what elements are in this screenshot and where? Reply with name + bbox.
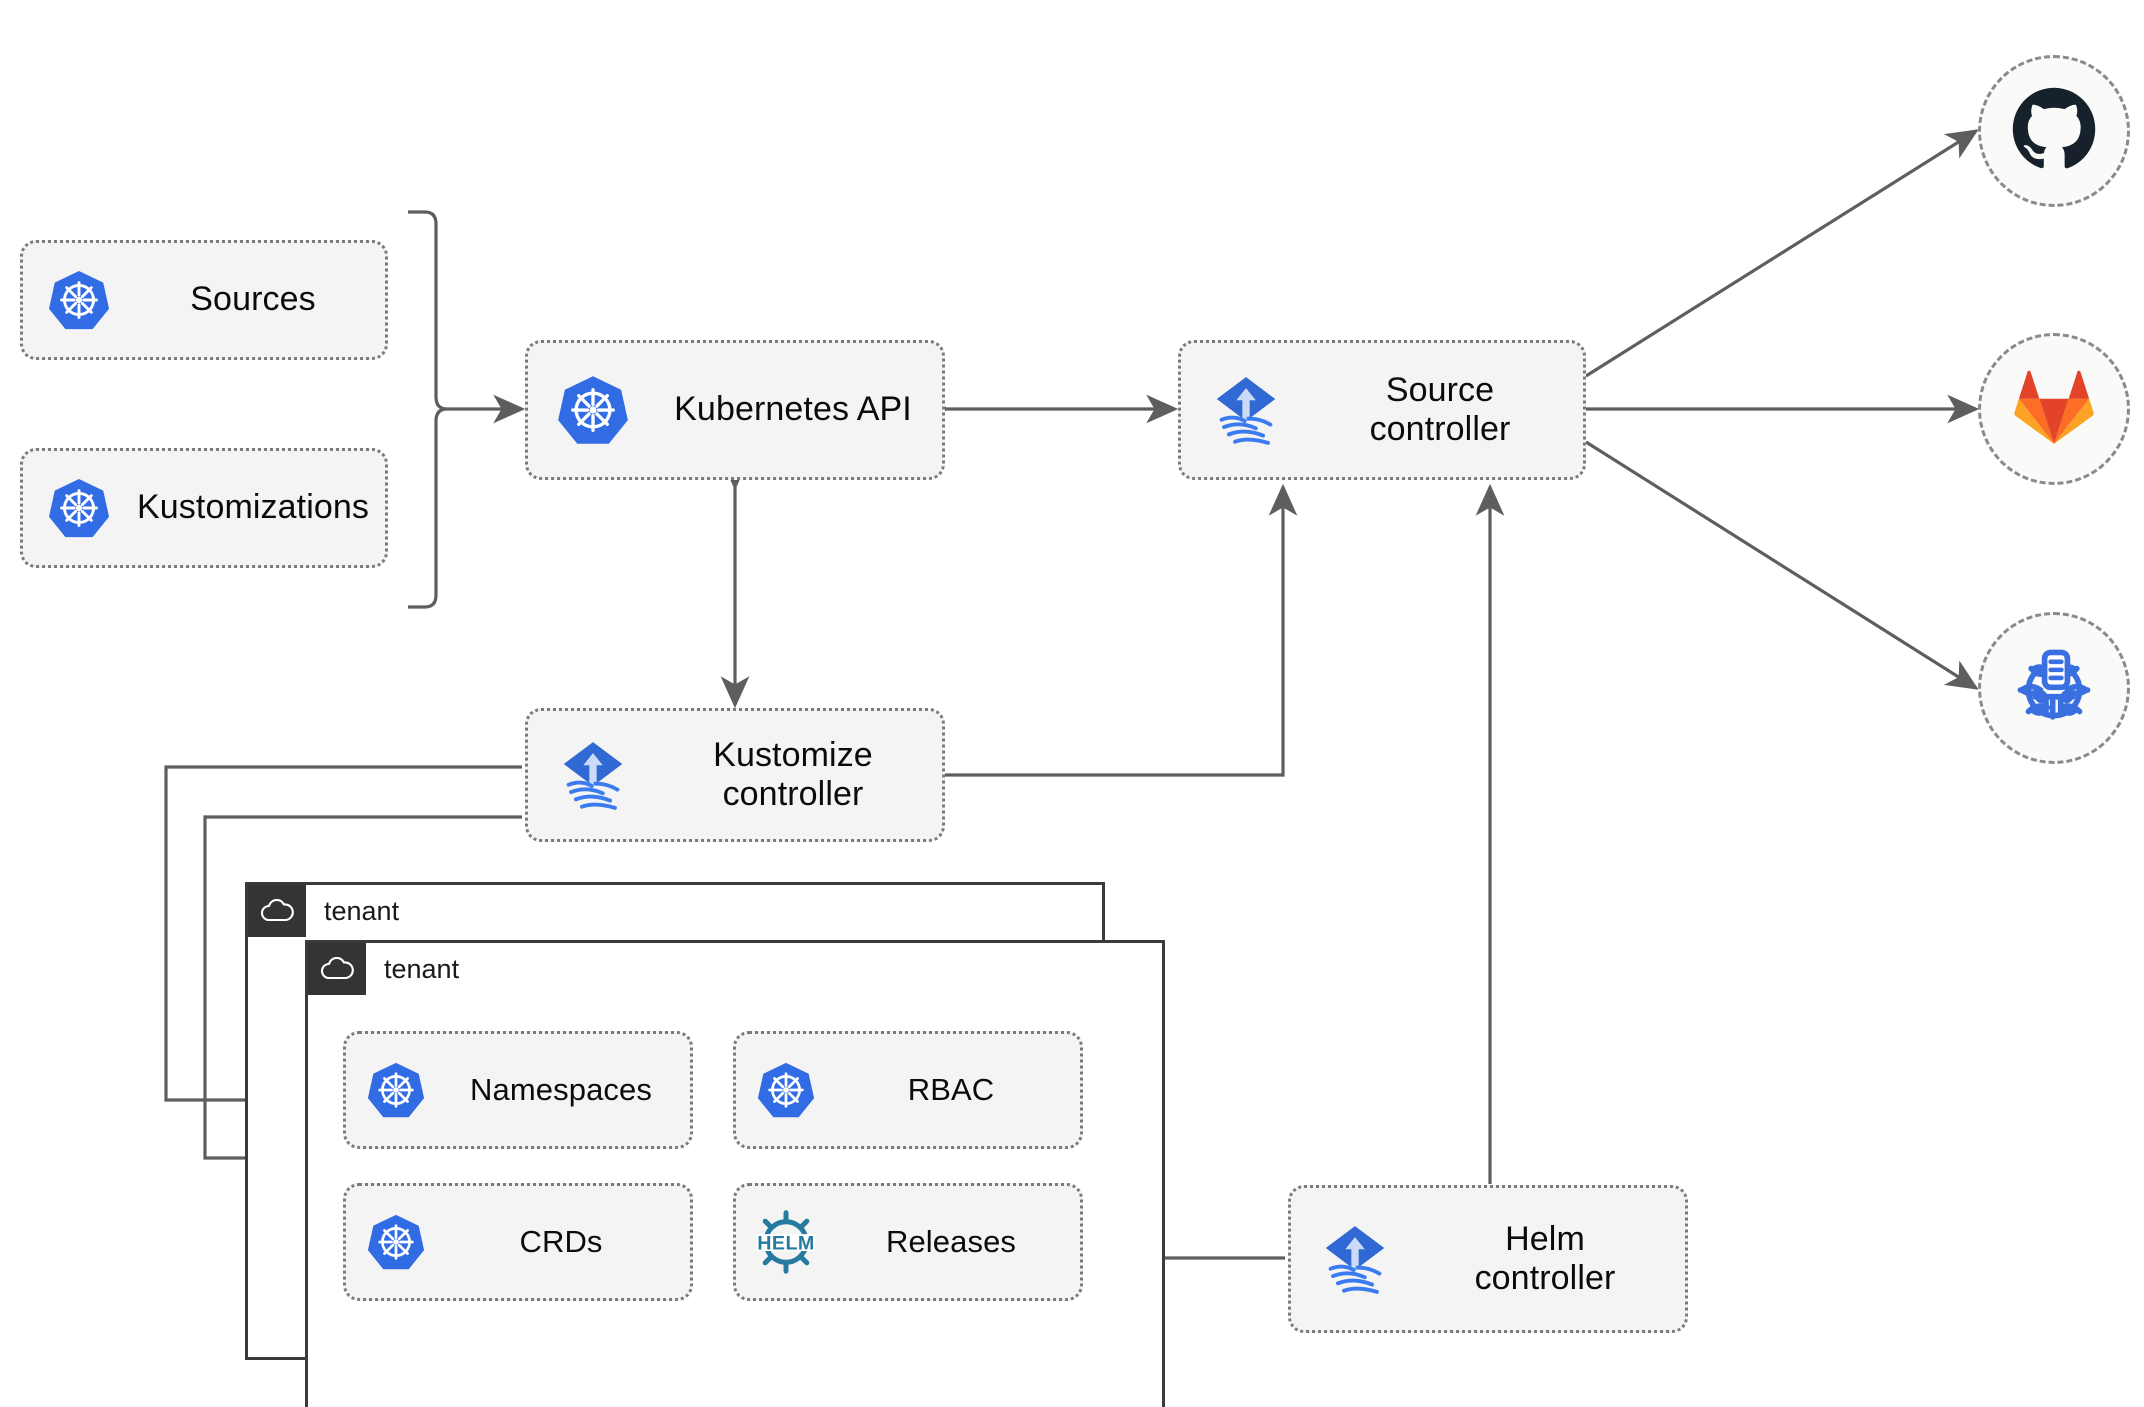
kubernetes-icon (736, 1061, 836, 1119)
flux-icon (1291, 1220, 1419, 1298)
wire-source-to-github (1585, 129, 1979, 378)
provider-gitlab[interactable] (1978, 333, 2130, 485)
node-label: Kubernetes API (674, 390, 912, 429)
node-label: Helm controller (1474, 1219, 1616, 1297)
cloud-icon (248, 885, 306, 937)
node-kubernetes-api[interactable]: Kubernetes API (525, 340, 945, 480)
provider-helm-repository[interactable] (1978, 612, 2130, 764)
helm-repository-icon (2011, 643, 2097, 734)
flux-icon (1181, 371, 1311, 449)
node-rbac[interactable]: RBAC (733, 1031, 1083, 1149)
node-label: Namespaces (470, 1072, 652, 1108)
node-sources[interactable]: Sources (20, 240, 388, 360)
node-label: Source controller (1369, 370, 1511, 448)
node-crds[interactable]: CRDs (343, 1183, 693, 1301)
tenant-card-2[interactable]: tenant Namespaces (305, 940, 1165, 1407)
node-label: RBAC (907, 1072, 995, 1108)
kubernetes-icon (23, 477, 135, 539)
group-bracket (408, 210, 448, 609)
node-label: Kustomize controller (713, 735, 873, 813)
flux-icon (528, 736, 658, 814)
kubernetes-icon (528, 374, 658, 446)
helm-logo-icon: HELM (736, 1206, 836, 1278)
node-label: Kustomizations (137, 488, 369, 527)
kubernetes-icon (346, 1061, 446, 1119)
node-label: CRDs (519, 1224, 603, 1260)
svg-text:HELM: HELM (757, 1232, 815, 1254)
node-namespaces[interactable]: Namespaces (343, 1031, 693, 1149)
node-kustomizations[interactable]: Kustomizations (20, 448, 388, 568)
kubernetes-icon (346, 1213, 446, 1271)
wire-kustomize-to-source (945, 483, 1298, 777)
kubernetes-icon (23, 269, 135, 331)
wire-source-to-helm-repository (1585, 440, 1979, 690)
tenant-header-1: tenant (248, 885, 399, 937)
node-source-controller[interactable]: Source controller (1178, 340, 1586, 480)
provider-github[interactable] (1978, 55, 2130, 207)
gitlab-icon (2014, 368, 2094, 451)
node-label: Releases (885, 1224, 1017, 1260)
github-icon (2011, 86, 2097, 177)
node-label: Sources (190, 280, 316, 319)
tenant-header-2: tenant (308, 943, 459, 995)
tenant-label: tenant (384, 953, 460, 984)
node-helm-controller[interactable]: Helm controller (1288, 1185, 1688, 1333)
node-releases[interactable]: HELM Releases (733, 1183, 1083, 1301)
cloud-icon (308, 943, 366, 995)
tenant-label: tenant (324, 895, 400, 926)
node-kustomize-controller[interactable]: Kustomize controller (525, 708, 945, 842)
